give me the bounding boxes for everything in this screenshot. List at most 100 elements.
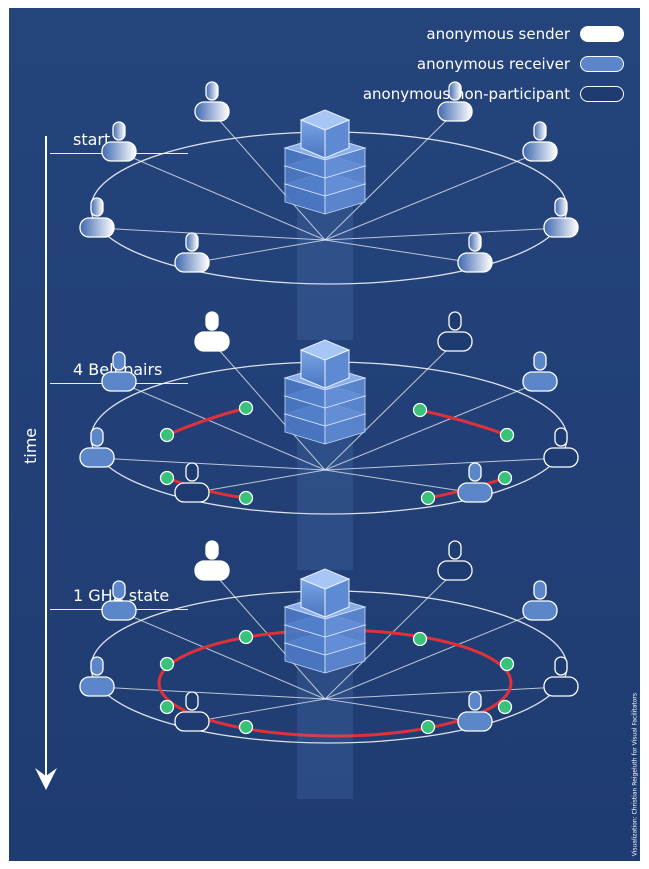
participant-non (543, 656, 579, 697)
person-body (101, 600, 137, 621)
spoke-line (324, 469, 476, 494)
qubit-node (238, 629, 254, 645)
person-head (448, 540, 462, 560)
person-head (448, 81, 462, 101)
spoke-line (96, 457, 326, 471)
sender-swatch (580, 26, 624, 42)
person-body (79, 447, 115, 468)
person-head (112, 580, 126, 600)
spoke-line (324, 239, 476, 264)
spoke-line (118, 381, 326, 471)
person-head (112, 351, 126, 371)
person-body (457, 252, 493, 273)
person-body (101, 141, 137, 162)
person-head (468, 232, 482, 252)
cube-right (324, 119, 350, 159)
person-body (522, 141, 558, 162)
qubit-node (420, 490, 436, 506)
spoke-line (324, 151, 541, 241)
spoke-line (118, 610, 326, 700)
person-body (437, 331, 473, 352)
spoke-line (118, 151, 326, 241)
participant-receiver (522, 351, 558, 392)
qubit-node (159, 470, 175, 486)
person-head (448, 311, 462, 331)
quantum-server-tower (283, 568, 367, 799)
person-body (437, 101, 473, 122)
quantum-server-tower (283, 109, 367, 340)
spoke-line (324, 341, 456, 471)
person-body (174, 252, 210, 273)
person-head (112, 121, 126, 141)
participant-receiver (79, 427, 115, 468)
person-body (101, 371, 137, 392)
spoke-line (96, 686, 326, 700)
person-head (205, 311, 219, 331)
person-body (79, 217, 115, 238)
non-participant-swatch (580, 86, 624, 102)
network-diagram (35, 81, 579, 799)
participant-sender (194, 540, 230, 581)
person-body (194, 560, 230, 581)
spoke-line (96, 227, 326, 241)
participant-non (437, 540, 473, 581)
qubit-node (497, 470, 513, 486)
spoke-line (324, 227, 562, 241)
bell-pair-link (166, 406, 247, 437)
participant-grad (79, 197, 115, 238)
qubit-node (499, 427, 515, 443)
spoke-line (324, 111, 456, 241)
person-head (90, 427, 104, 447)
person-body (522, 600, 558, 621)
tower-layer-right (324, 147, 366, 179)
person-head (554, 427, 568, 447)
spoke-line (191, 239, 326, 264)
qubit-node (159, 656, 175, 672)
qubit-node (159, 427, 175, 443)
receiver-swatch (580, 56, 624, 72)
spoke-line (324, 457, 562, 471)
spoke-line (324, 570, 456, 700)
qubit-node (238, 490, 254, 506)
participant-non (174, 462, 210, 503)
person-head (185, 462, 199, 482)
cube-right (324, 349, 350, 389)
person-head (554, 656, 568, 676)
participant-grad (457, 232, 493, 273)
qubit-node (499, 656, 515, 672)
qubit-node (238, 400, 254, 416)
spoke-line (324, 698, 476, 723)
person-head (554, 197, 568, 217)
quantum-server-tower (283, 339, 367, 570)
person-head (205, 540, 219, 560)
person-head (468, 691, 482, 711)
person-head (533, 121, 547, 141)
participant-grad (522, 121, 558, 162)
participant-grad (174, 232, 210, 273)
person-head (468, 462, 482, 482)
person-body (79, 676, 115, 697)
spoke-line (211, 111, 326, 241)
spoke-line (324, 610, 541, 700)
participant-grad (194, 81, 230, 122)
person-body (194, 331, 230, 352)
spoke-line (324, 381, 541, 471)
qubit-node (420, 719, 436, 735)
qubit-node (412, 631, 428, 647)
qubit-node (159, 699, 175, 715)
legend-receiver-label: anonymous receiver (416, 55, 570, 73)
qubit-node (497, 699, 513, 715)
person-head (205, 81, 219, 101)
diagram-panel: anonymous sender anonymous receiver anon… (9, 8, 640, 861)
participant-sender (194, 311, 230, 352)
legend-sender-label: anonymous sender (426, 25, 570, 43)
person-body (457, 482, 493, 503)
qubit-node (412, 402, 428, 418)
time-arrow (35, 136, 57, 790)
participant-receiver (457, 691, 493, 732)
bell-pair-link (419, 408, 508, 437)
participant-non (543, 427, 579, 468)
person-body (543, 217, 579, 238)
qubit-node (238, 719, 254, 735)
